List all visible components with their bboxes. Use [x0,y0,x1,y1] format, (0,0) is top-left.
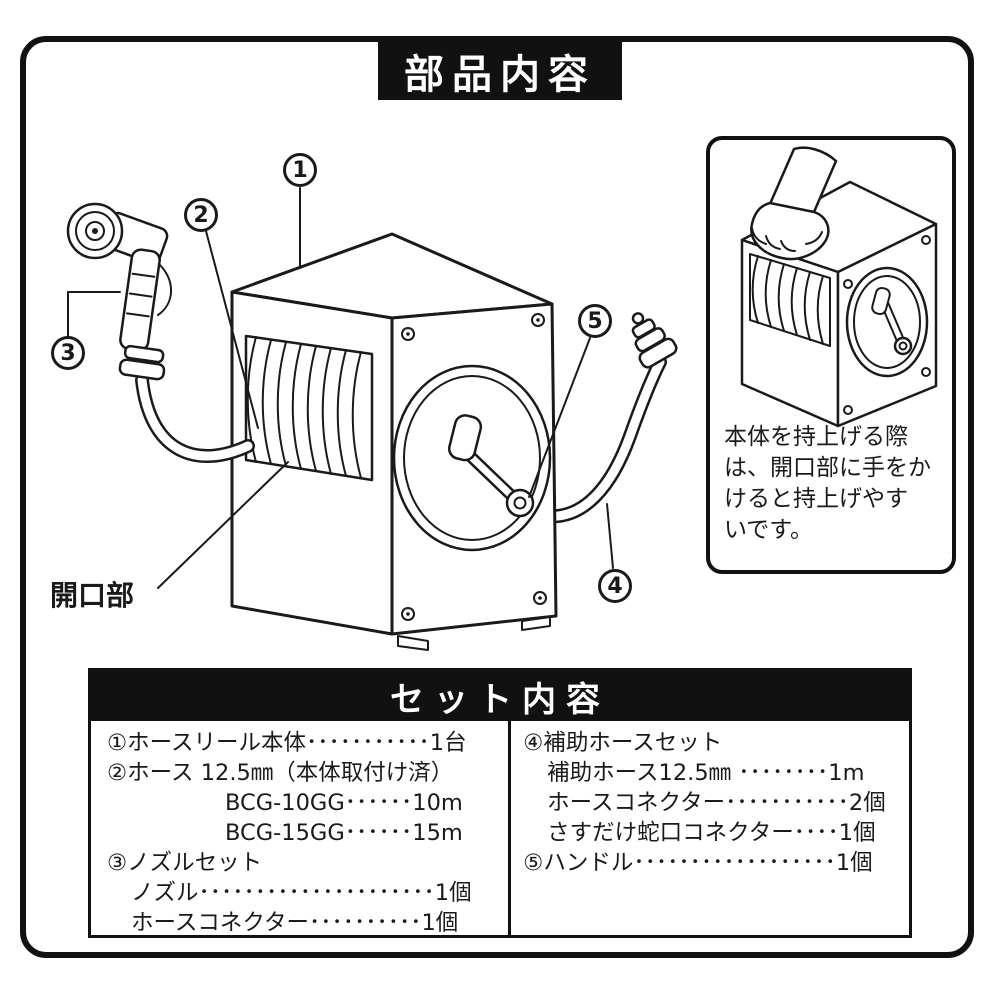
spray-nozzle-set [66,202,255,463]
unit-front-face [390,302,558,636]
note-line: けると持上げやす [724,486,908,512]
lifting-tip-box: 本体を持上げる際 は、開口部に手をか けると持上げやす いです。 [706,136,956,574]
coil-opening [244,334,374,482]
note-line: 本体を持上げる際 [724,424,908,450]
lifting-illustration [740,146,938,428]
corner-screws [401,313,547,621]
callout-5: 5 [578,304,612,338]
set-contents-right-column: ④補助ホースセット 補助ホース12.5㎜ ････････1m ホースコネクター… [508,721,909,938]
note-line: いです。 [724,517,814,543]
spray-nozzle [66,202,173,381]
page-title: 部品内容 [378,42,622,100]
callout-2: 2 [184,198,218,232]
callout-3: 3 [51,336,85,370]
hand [750,146,838,261]
page-border [20,36,974,958]
set-contents-header: セット内容 [91,671,909,721]
set-item: BCG-15GG･･････15m [225,820,463,846]
set-item: 補助ホース12.5㎜ ････････1m [547,760,865,786]
faucet-connector [631,312,678,369]
opening-label: 開口部 [50,579,135,612]
callout-1: 1 [283,153,317,187]
set-item: さすだけ蛇口コネクター････1個 [547,820,876,846]
callout-leader-lines [67,187,614,589]
set-contents-body: ①ホースリール本体･･･････････1台 ②ホース 12.5㎜（本体取付け済… [91,721,909,938]
set-contents-title: セット内容 [390,679,610,720]
set-contents-left-column: ①ホースリール本体･･･････････1台 ②ホース 12.5㎜（本体取付け済… [91,721,508,938]
set-item: ノズル･････････････････････1個 [131,880,472,906]
set-item: ホースコネクター･･･････････2個 [547,790,886,816]
set-contents-box: セット内容 ①ホースリール本体･･･････････1台 ②ホース 12.5㎜（… [88,668,912,938]
page-title-text: 部品内容 [404,52,596,98]
set-item: ホースコネクター･･････････1個 [131,910,459,936]
set-item: ⑤ハンドル･･････････････････1個 [523,850,873,876]
crank-handle [447,414,535,518]
set-item: ④補助ホースセット [523,730,723,756]
set-item: BCG-10GG･･････10m [225,790,463,816]
set-item: ②ホース 12.5㎜（本体取付け済） [107,760,454,786]
note-line: は、開口部に手をか [724,455,931,481]
callout-4: 4 [598,569,632,603]
set-item: ①ホースリール本体･･･････････1台 [107,730,467,756]
lifting-tip-text: 本体を持上げる際 は、開口部に手をか けると持上げやす いです。 [724,422,946,546]
reel-disc [392,364,552,552]
auxiliary-hose [539,312,678,524]
set-item: ③ノズルセット [107,850,263,876]
hose-reel-unit [230,232,558,651]
